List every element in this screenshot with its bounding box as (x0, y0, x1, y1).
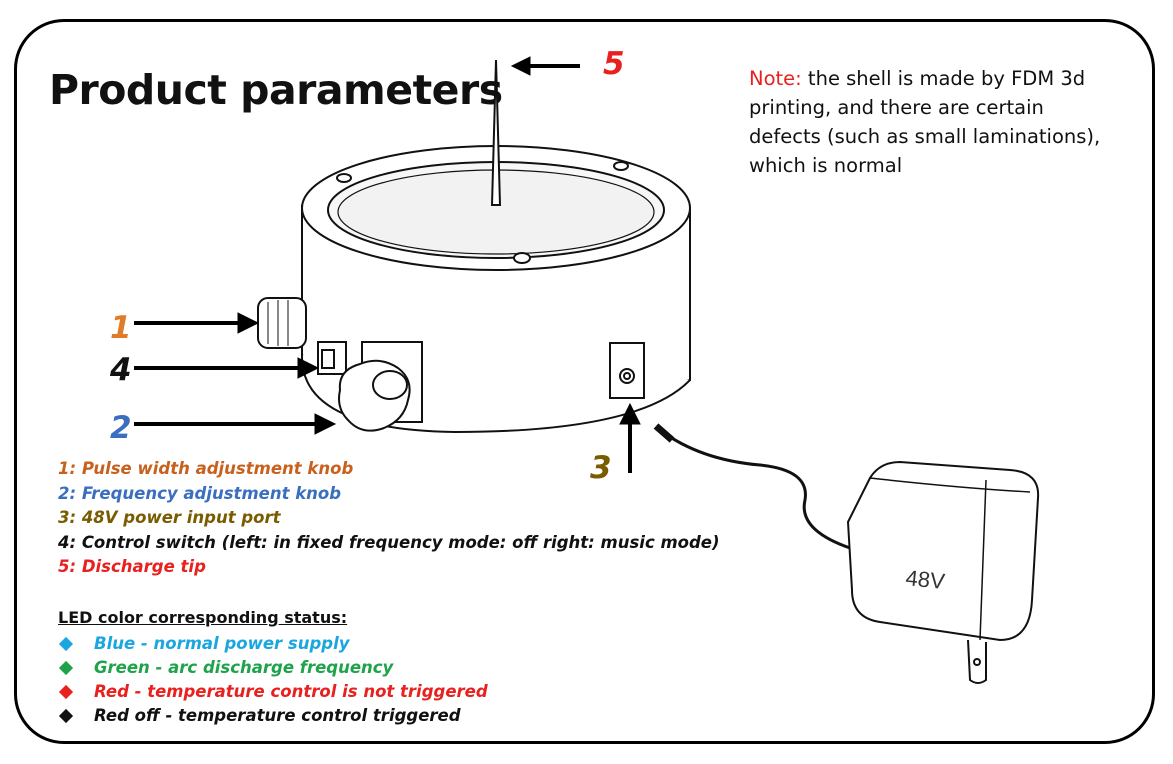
led-item-label: Red - temperature control is not trigger… (94, 682, 488, 701)
callout-3: 3 (590, 450, 612, 486)
led-item: Red - temperature control is not trigger… (58, 680, 488, 704)
diamond-icon (58, 660, 74, 676)
note-label: Note: (749, 67, 802, 90)
screw (613, 161, 629, 171)
note-body: the shell is made by FDM 3d printing, an… (749, 67, 1101, 177)
led-status-list: Blue - normal power supply Green - arc d… (58, 632, 488, 728)
rounded-frame (14, 19, 1155, 744)
led-item: Red off - temperature control triggered (58, 704, 488, 728)
legend-item: 5: Discharge tip (58, 557, 206, 576)
legend-item: 1: Pulse width adjustment knob (58, 459, 354, 478)
led-status-title: LED color corresponding status: (58, 608, 348, 627)
arrow-3 (619, 402, 641, 473)
callout-5: 5 (603, 46, 625, 82)
pulse-width-knob (257, 297, 307, 349)
page-title: Product parameters (49, 66, 503, 114)
adapter-plug (967, 639, 987, 684)
screw (513, 252, 531, 264)
led-item-label: Blue - normal power supply (94, 634, 350, 653)
screw (336, 173, 352, 183)
legend-item: 2: Frequency adjustment knob (58, 483, 342, 503)
adapter-label: 48V (904, 565, 946, 594)
arrow-4 (134, 357, 320, 379)
led-item: Blue - normal power supply (58, 632, 488, 656)
note-text: Note: the shell is made by FDM 3d printi… (749, 64, 1119, 180)
arrow-5 (510, 56, 580, 76)
arrow-1 (134, 312, 260, 334)
discharge-tip (490, 59, 502, 206)
callout-1: 1 (110, 310, 132, 346)
callout-2: 2 (110, 410, 132, 446)
diamond-icon (58, 636, 74, 652)
led-item-label: Red off - temperature control triggered (94, 706, 461, 725)
diamond-icon (58, 684, 74, 700)
arrow-2 (134, 413, 337, 435)
power-adapter (846, 460, 1040, 642)
legend-item: 4: Control switch (left: in fixed freque… (58, 532, 720, 552)
led-item-label: Green - arc discharge frequency (94, 658, 394, 677)
led-item: Green - arc discharge frequency (58, 656, 488, 680)
callout-4: 4 (110, 352, 132, 388)
diamond-icon (58, 708, 74, 724)
cable (659, 428, 851, 550)
legend-item: 3: 48V power input port (58, 508, 281, 527)
parts-legend: 1: Pulse width adjustment knob 2: Freque… (58, 457, 720, 580)
